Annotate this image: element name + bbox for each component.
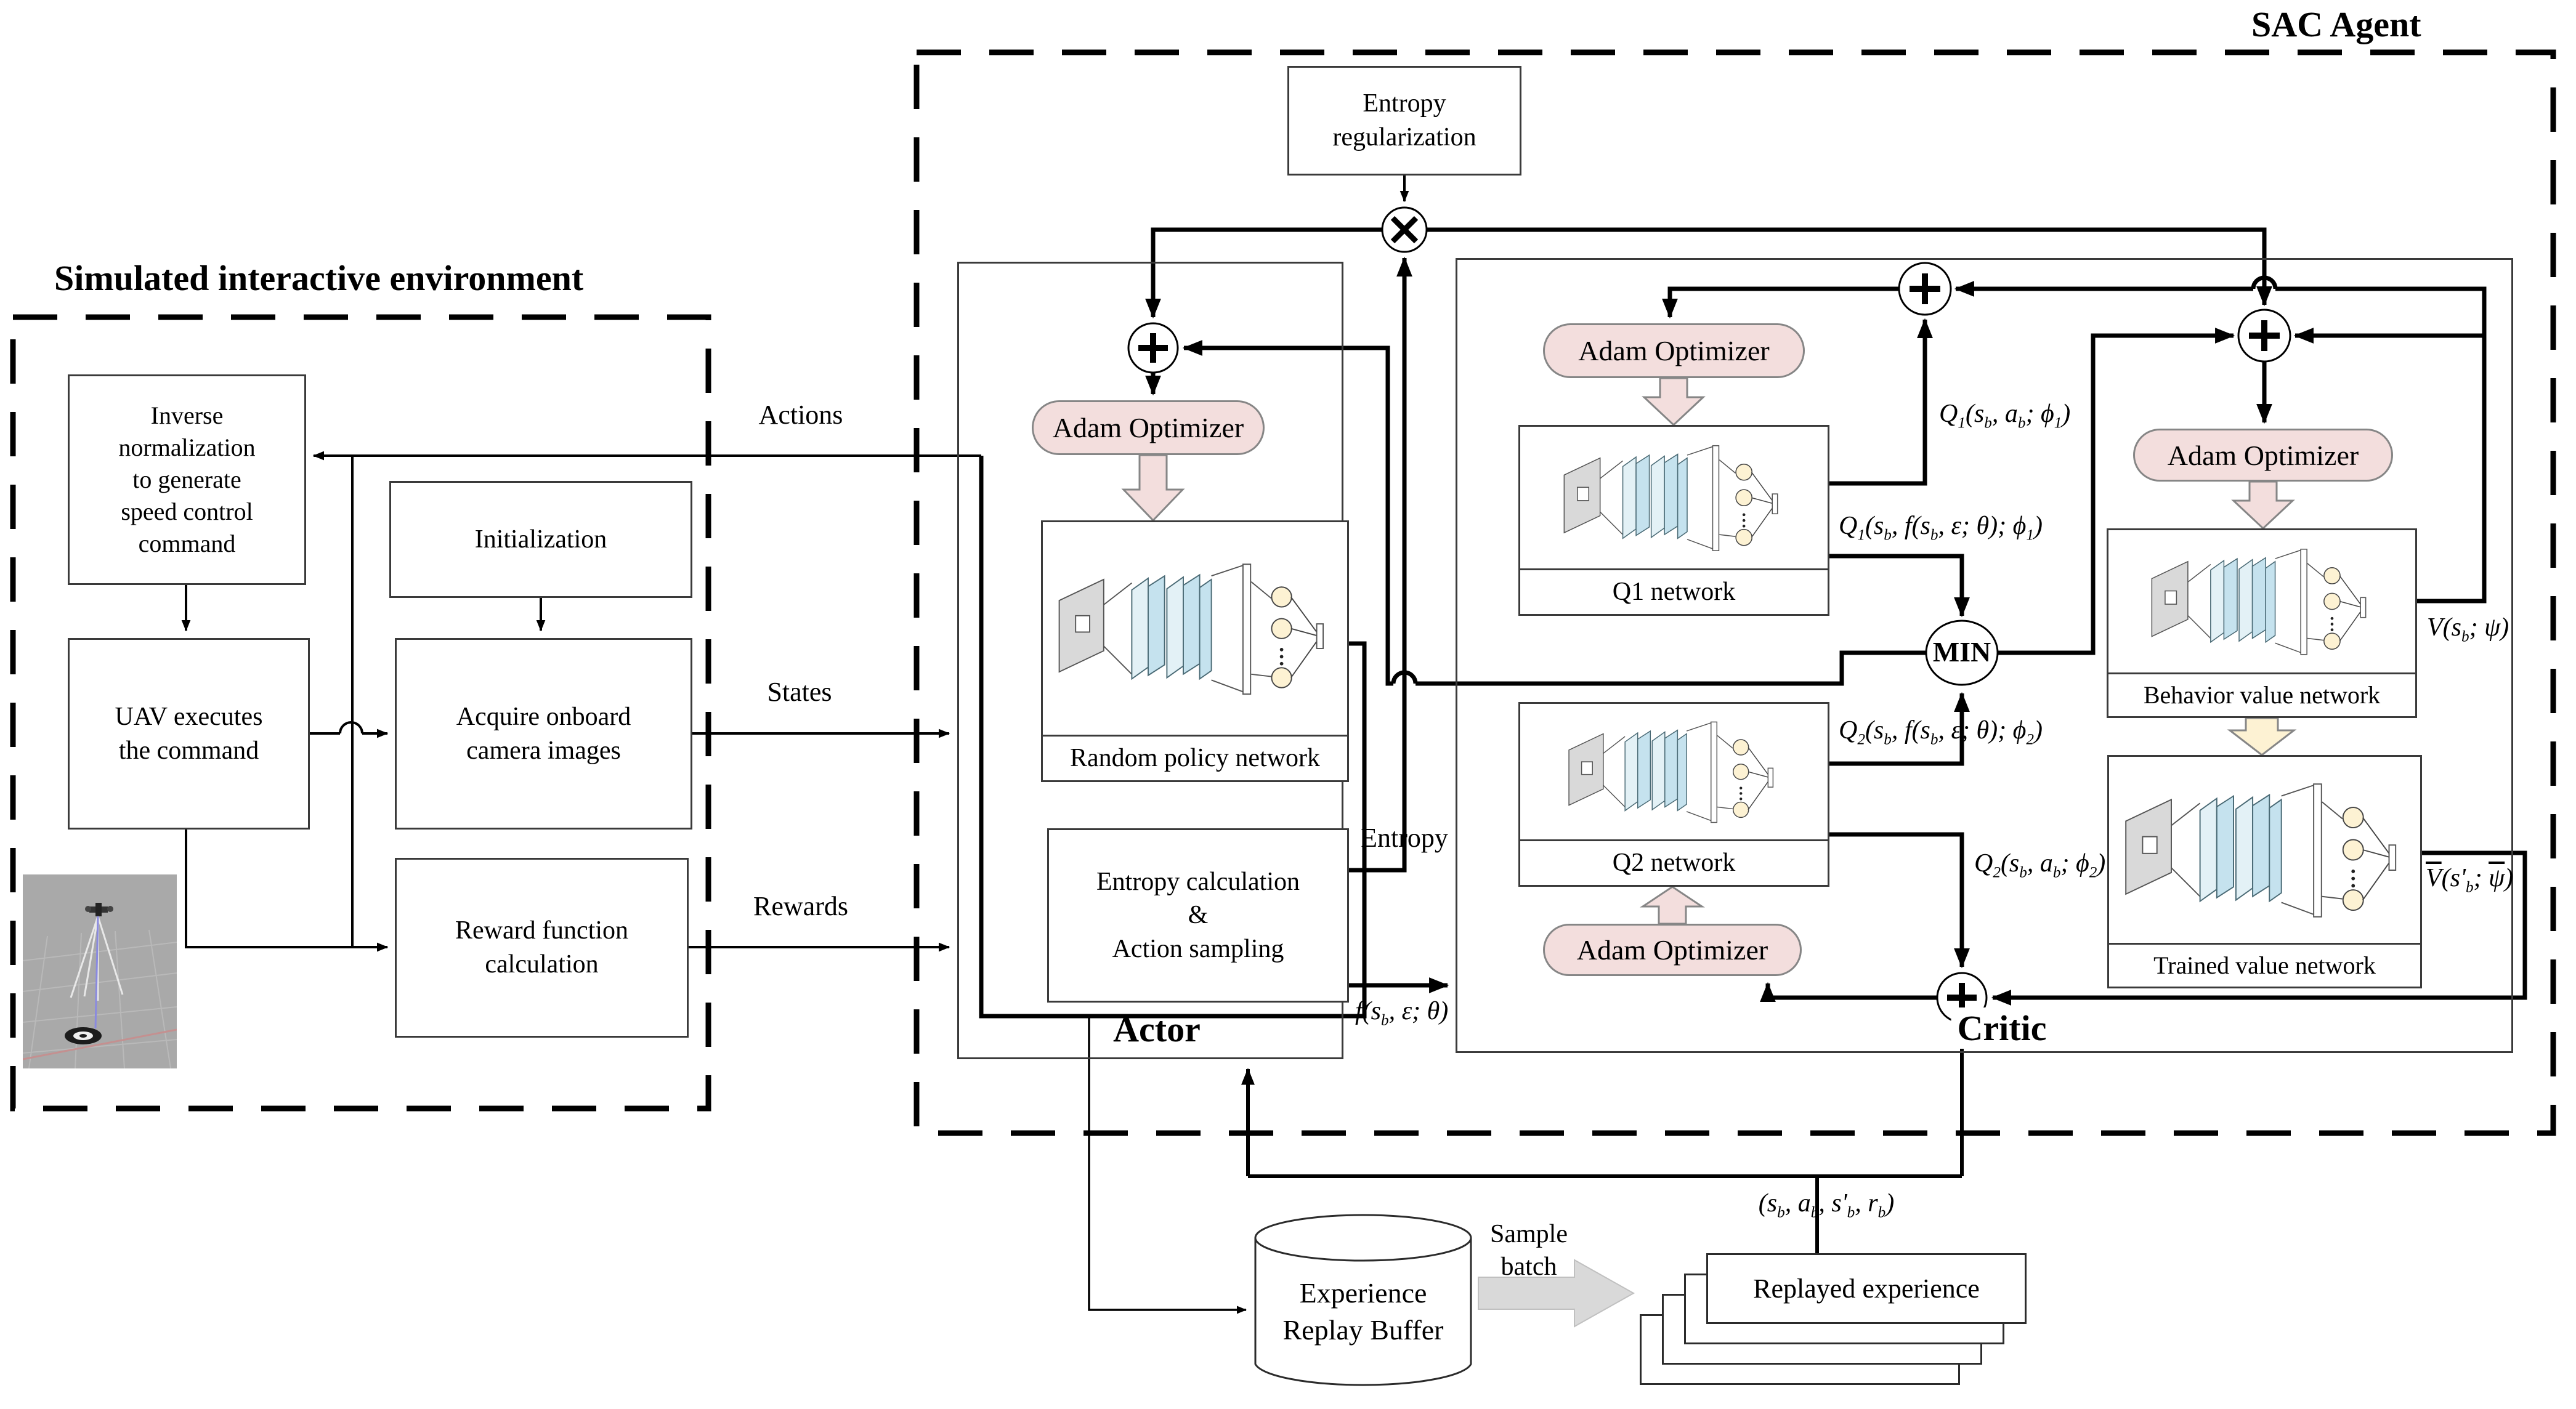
critic-label: Critic [1951, 1007, 2053, 1049]
vbar-label: V(s'b; ψ) [2426, 864, 2514, 896]
replayed-experience-box: Replayed experience [1706, 1253, 2027, 1324]
tripod-lines [70, 916, 124, 1001]
arrow-q1f-to-min [1829, 554, 1970, 618]
line-policy-output-action [979, 456, 1367, 1019]
operator-nodes [1127, 206, 2291, 1023]
sac-agent-title: SAC Agent [2251, 4, 2421, 44]
arrow-action-to-buffer [1088, 1016, 1247, 1314]
simulator-screenshot [22, 874, 177, 1069]
landing-target-icon [65, 1027, 102, 1044]
random-policy-network-box: Random policy network [1041, 520, 1349, 782]
uav-sim-image [22, 874, 177, 1069]
q1-f-label: Q1(sb, f(sb, ε; θ); ϕ1) [1839, 512, 2043, 544]
adam-optimizer-q1: Adam Optimizer [1543, 323, 1805, 378]
entropy-calculation-box: Entropy calculation&Action sampling [1047, 828, 1349, 1003]
arrow-q1ab-to-plus [1829, 318, 1933, 486]
states-label: States [767, 677, 832, 707]
v-label: V(sb; ψ) [2427, 613, 2509, 645]
neural-network-icon [1520, 704, 1828, 839]
q2-network-box: Q2 network [1518, 702, 1829, 887]
plus-icon [1910, 273, 1940, 304]
arrow-times-to-actor-plus [1145, 227, 1382, 319]
neural-network-icon [2108, 530, 2415, 672]
trained-value-network-box: Trained value network [2107, 755, 2422, 988]
arrow-q2ab-to-plus [1829, 832, 1970, 969]
q2-ab-label: Q2(sb, ab; ϕ2) [1974, 849, 2106, 881]
q1-network-box: Q1 network [1518, 425, 1829, 616]
adam-optimizer-actor: Adam Optimizer [1032, 400, 1265, 455]
initialization-box: Initialization [389, 481, 692, 598]
drone-icon [85, 903, 113, 916]
trained-caption: Trained value network [2109, 943, 2420, 987]
q1-ab-label: Q1(sb, ab; ϕ1) [1939, 400, 2071, 432]
arrow-q2f-to-min [1829, 692, 1970, 766]
arrow-uav-to-reward [185, 830, 389, 952]
arrow-min-to-rightplus [1996, 328, 2235, 655]
line-hop [1391, 670, 1418, 684]
behavior-value-network-box: Behavior value network [2107, 528, 2417, 718]
min-label: MIN [1932, 636, 1991, 668]
f-label: f(sb, ε; θ) [1355, 997, 1449, 1029]
yellow-arrow-behavior-to-trained [2227, 717, 2297, 756]
gray-arrow-sample-batch [1478, 1259, 1635, 1328]
policy-caption: Random policy network [1043, 735, 1347, 780]
line-v-a [2275, 286, 2487, 604]
arrow-vbar-to-bottomplus [1991, 850, 2527, 1006]
adam-optimizer-q2: Adam Optimizer [1543, 924, 1802, 976]
q2-caption: Q2 network [1520, 839, 1828, 885]
rewards-label: Rewards [753, 891, 848, 921]
arrow-bottomplus-to-adamq2 [1760, 982, 1937, 1002]
behavior-caption: Behavior value network [2108, 672, 2415, 716]
pink-arrow-adam-to-q1 [1642, 377, 1706, 427]
neural-network-icon [1520, 427, 1828, 568]
environment-dashed-border [10, 314, 711, 1112]
q1-caption: Q1 network [1520, 568, 1828, 614]
batch-tuple-label: (sb, ab, s'b, rb) [1758, 1189, 1895, 1221]
actor-label: Actor [1113, 1009, 1201, 1049]
plus-icon [1138, 333, 1168, 363]
critic-container [1456, 258, 2513, 1053]
line-min-feedback-a [1416, 650, 1926, 686]
plus-icon [2249, 320, 2280, 351]
adam-optimizer-value: Adam Optimizer [2133, 429, 2393, 482]
neural-network-icon [1043, 522, 1347, 735]
min-node [1925, 620, 1999, 686]
line-hop [2251, 275, 2278, 289]
pink-arrow-adam-to-q2 [1640, 886, 1705, 925]
pink-arrow-adam-to-policy [1121, 454, 1185, 522]
times-icon [1390, 216, 1419, 244]
q2-f-label: Q2(sb, f(sb, ε; θ); ϕ2) [1839, 716, 2043, 748]
environment-title: Simulated interactive environment [54, 258, 584, 298]
arrow-min-feedback-to-actorplus [1182, 340, 1393, 686]
entropy-label: Entropy [1361, 823, 1448, 853]
replay-buffer-cylinder [1254, 1214, 1472, 1386]
neural-network-icon [2109, 757, 2420, 943]
arrow-entropy-to-times [1349, 256, 1412, 873]
sac-agent-dashed-border [913, 49, 2556, 1136]
arrow-q1plus-to-adam [1662, 286, 1900, 319]
pink-arrow-adam-to-behavior [2231, 480, 2295, 530]
actions-label: Actions [758, 400, 843, 430]
